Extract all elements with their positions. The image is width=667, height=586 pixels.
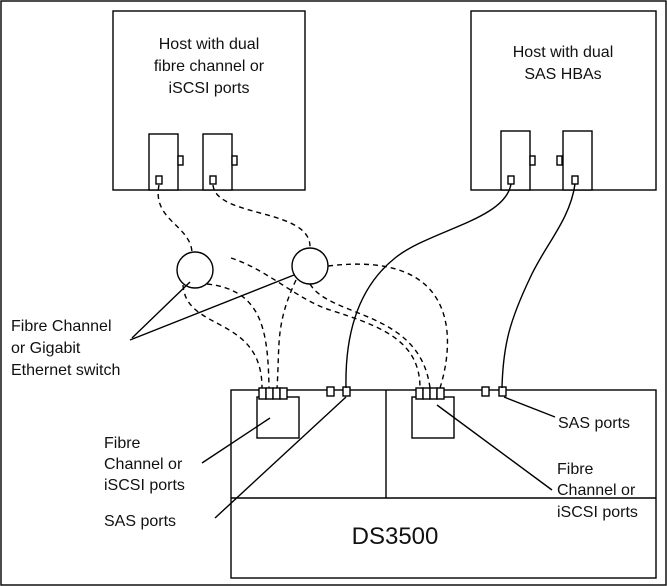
controller-a-fc-port-4 [279, 387, 288, 400]
leader-right-fc [436, 404, 553, 491]
right-fc-label-3: iSCSI ports [557, 504, 638, 521]
right-sas-label: SAS ports [558, 415, 630, 432]
controller-a-sas-port-2 [342, 386, 351, 397]
right-fc-label-2: Channel or [557, 482, 636, 499]
sas-hba-2-port [571, 175, 579, 185]
host-adapter-1-port [155, 175, 163, 185]
left-fc-label-1: Fibre [104, 435, 141, 452]
sas-hba-2-tab [556, 155, 563, 166]
leader-left-fc [201, 417, 271, 464]
leader-switch2 [129, 274, 295, 341]
switch-2 [291, 247, 329, 285]
host-adapter-2 [202, 133, 233, 191]
cable-host-port1-to-switch1 [157, 184, 193, 253]
host-fc-iscsi-label-2: fibre channel or [154, 58, 265, 75]
host-adapter-1-tab [177, 155, 184, 166]
host-fc-iscsi-label-3: iSCSI ports [169, 80, 250, 97]
cable-switch2-to-ctrl-b [327, 263, 449, 389]
sas-hba-1 [500, 130, 531, 191]
switch-label-3: Ethernet switch [11, 362, 120, 379]
host-sas-label-1: Host with dual [513, 44, 614, 61]
host-sas-label-2: SAS HBAs [524, 66, 601, 83]
controller-b-fc-port-2 [422, 387, 431, 400]
sas-cable-1 [345, 183, 512, 389]
host-fc-iscsi-label-1: Host with dual [159, 36, 260, 53]
host-sas: Host with dual SAS HBAs [470, 10, 657, 191]
cable-host-port2-to-switch2 [212, 184, 311, 249]
leader-right-sas [503, 396, 556, 418]
switch-1 [176, 251, 214, 289]
left-fc-label-3: iSCSI ports [104, 477, 185, 494]
controller-b-fc-port-3 [429, 387, 438, 400]
cable-switch1-to-ctrl-b [206, 283, 270, 389]
controller-b-fc-port-1 [415, 387, 424, 400]
sas-hba-1-tab [529, 155, 536, 166]
sas-cable-2 [501, 183, 576, 389]
cable-switch1-to-ctrl-a [182, 284, 263, 389]
controller-a-fc-port-3 [272, 387, 281, 400]
fc-iscsi-cables [157, 184, 449, 389]
host-adapter-2-tab [231, 155, 238, 166]
cable-cross-2 [309, 283, 431, 389]
controller-b-sas-port-2 [498, 386, 507, 397]
sas-hba-1-port [507, 175, 515, 185]
left-sas-label: SAS ports [104, 513, 176, 530]
controller-a-fc-port-1 [258, 387, 267, 400]
controller-a-fc-port-2 [265, 387, 274, 400]
host-adapter-2-port [209, 175, 217, 185]
cable-cross-1 [230, 257, 421, 389]
controller-b-fc-port-4 [436, 387, 445, 400]
controller-a-fc-module [256, 396, 300, 439]
leader-switch1 [131, 281, 191, 339]
left-fc-label-2: Channel or [104, 456, 183, 473]
right-fc-label-1: Fibre [557, 461, 594, 478]
controller-b-sas-port-1 [481, 386, 490, 397]
switch-label-1: Fibre Channel [11, 318, 112, 335]
cable-switch2-to-ctrl-a [276, 279, 297, 389]
ds3500-storage: DS3500 [230, 386, 657, 579]
controller-b-fc-module [411, 396, 455, 439]
ds3500-label: DS3500 [352, 523, 439, 550]
host-adapter-1 [148, 133, 179, 191]
host-fc-iscsi: Host with dual fibre channel or iSCSI po… [112, 10, 306, 191]
switch-label-2: or Gigabit [11, 340, 81, 357]
controller-a-sas-port-1 [326, 386, 335, 397]
leader-left-sas [214, 396, 347, 519]
